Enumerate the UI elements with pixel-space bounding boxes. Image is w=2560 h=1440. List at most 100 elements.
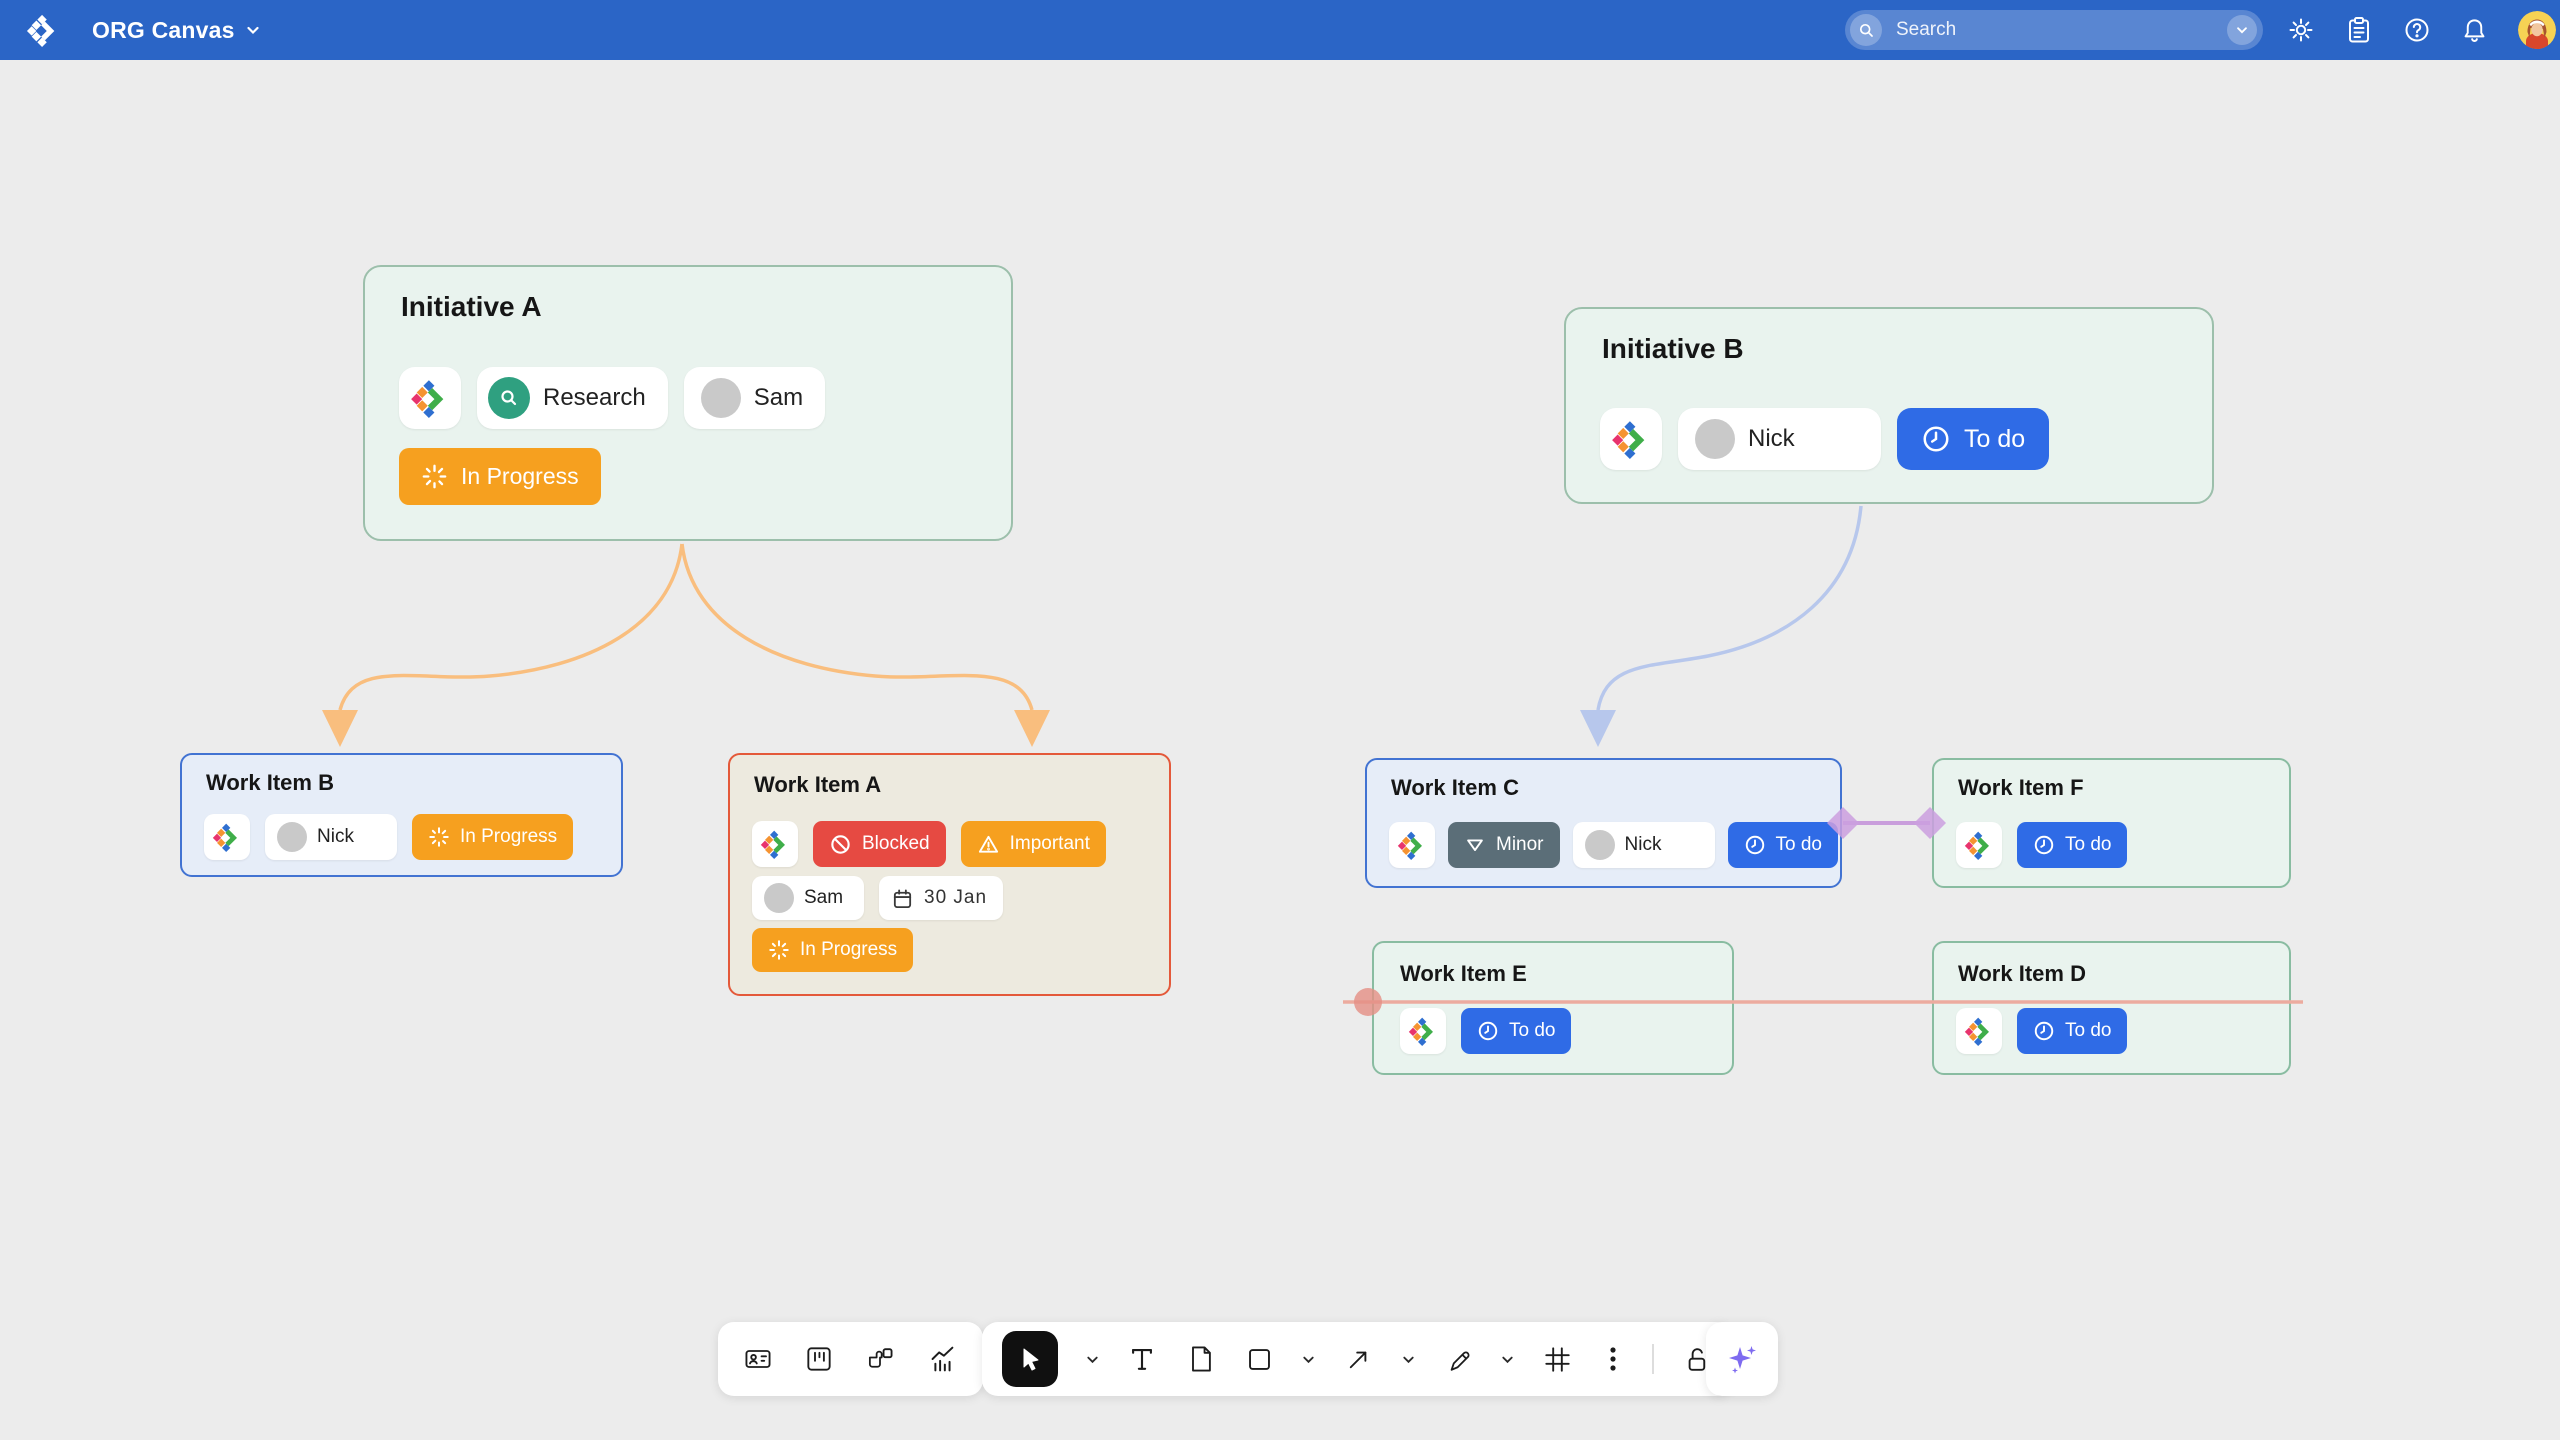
settings-gear-icon[interactable] [2286,16,2315,45]
page-tool-icon[interactable] [1185,1343,1217,1375]
contact-card-tool-icon[interactable] [742,1343,774,1375]
search-bar[interactable] [1845,10,2263,50]
pen-dropdown-chevron-icon[interactable] [1500,1352,1515,1367]
select-cursor-tool[interactable] [1002,1331,1058,1387]
arrowhead-icon [1014,710,1050,747]
chart-tool-icon[interactable] [925,1342,959,1376]
chevron-down-icon [2237,27,2247,34]
connector-initiative-b-to-work-c[interactable] [1580,505,1863,747]
pen-tool-icon[interactable] [1443,1344,1474,1375]
card-title: Initiative A [401,291,542,322]
assignee-chip[interactable]: Nick [1572,822,1715,868]
app-logo-chip[interactable] [399,367,461,429]
card-work-item-c[interactable]: Work Item C Minor Nick [1365,758,1842,888]
spinner-icon [422,464,447,489]
status-label: In Progress [461,463,579,489]
connector-initiative-a-to-work-b[interactable] [322,543,684,747]
status-badge-in-progress[interactable]: In Progress [412,814,574,860]
org-logo-icon [1397,831,1422,860]
app-logo-chip[interactable] [752,821,798,867]
label-text: Blocked [862,833,930,854]
tag-chip-research[interactable]: Research [477,367,668,429]
kanban-board-tool-icon[interactable] [803,1343,835,1375]
status-badge-in-progress[interactable]: In Progress [752,928,914,972]
chevron-down-icon[interactable] [245,22,261,38]
card-title: Work Item F [1958,775,2084,800]
card-work-item-d[interactable]: Work Item D To do [1932,941,2291,1075]
clock-icon [2034,1021,2054,1041]
ai-sparkles-icon[interactable] [1723,1340,1761,1378]
connector-initiative-a-to-work-a[interactable] [680,543,1050,747]
status-label: To do [1509,1020,1556,1041]
toolbar-tools-group [982,1322,1732,1396]
app-logo-chip[interactable] [1956,822,2002,868]
status-badge-todo[interactable]: To do [1897,408,2050,470]
app-logo-icon[interactable] [26,13,60,47]
card-work-item-b[interactable]: Work Item B Nick In Progress [180,753,623,877]
shape-tool-icon[interactable] [1244,1344,1275,1375]
status-badge-todo[interactable]: To do [1727,822,1838,868]
board-title[interactable]: ORG Canvas [92,16,235,43]
status-label: In Progress [460,826,558,847]
widgets-tool-icon[interactable] [864,1343,896,1375]
cursor-dropdown-chevron-icon[interactable] [1085,1352,1100,1367]
label-text: Important [1009,833,1090,854]
more-options-icon[interactable] [1600,1344,1626,1374]
card-title: Work Item D [1958,961,2086,986]
avatar-placeholder [1584,830,1615,860]
clipboard-icon[interactable] [2344,16,2373,45]
text-tool-icon[interactable] [1126,1343,1158,1375]
assignee-chip[interactable]: Sam [683,367,826,429]
status-label: To do [2065,1020,2112,1041]
app-logo-chip[interactable] [1400,1008,1446,1054]
status-badge-todo[interactable]: To do [1461,1008,1572,1054]
search-input[interactable] [1894,18,2227,42]
due-date-chip[interactable]: 30 Jan [879,876,1004,920]
toolbar-ai-group [1706,1322,1778,1396]
top-bar: ORG Canvas [0,0,2560,60]
priority-badge-minor[interactable]: Minor [1448,822,1560,868]
frame-grid-tool-icon[interactable] [1542,1344,1573,1375]
card-work-item-f[interactable]: Work Item F To do [1932,758,2291,888]
card-work-item-e[interactable]: Work Item E To do [1372,941,1734,1075]
blocked-icon [831,834,850,854]
connector-work-c-to-work-f[interactable] [1827,807,1946,839]
lock-open-icon[interactable] [1681,1344,1712,1375]
assignee-label: Nick [1748,425,1795,452]
app-logo-chip[interactable] [1389,822,1435,868]
org-logo-icon [411,380,444,418]
connector-dropdown-chevron-icon[interactable] [1401,1352,1416,1367]
shape-dropdown-chevron-icon[interactable] [1301,1352,1316,1367]
avatar-placeholder [277,822,307,852]
search-filter-dropdown[interactable] [2227,15,2257,45]
org-logo-icon [1612,421,1645,459]
app-logo-chip[interactable] [1600,408,1662,470]
assignee-chip[interactable]: Nick [1678,408,1881,470]
assignee-label: Nick [1624,834,1662,855]
app-logo-chip[interactable] [204,814,250,860]
card-work-item-a[interactable]: Work Item A Blocked Important [728,753,1171,996]
due-date-label: 30 Jan [924,887,988,908]
assignee-chip[interactable]: Nick [265,814,397,860]
app-logo-chip[interactable] [1956,1008,2002,1054]
org-logo-icon [212,823,237,852]
notifications-bell-icon[interactable] [2460,16,2489,45]
assignee-chip[interactable]: Sam [752,876,864,920]
arrowhead-icon [322,710,358,747]
status-badge-todo[interactable]: To do [2017,1008,2128,1054]
connector-arrow-tool-icon[interactable] [1343,1344,1374,1375]
label-badge-important[interactable]: Important [960,821,1106,867]
card-initiative-a[interactable]: Initiative A Research Sam [363,265,1013,541]
status-badge-in-progress[interactable]: In Progress [399,448,601,505]
clock-icon [1745,835,1764,855]
help-icon[interactable] [2402,16,2431,45]
status-badge-todo[interactable]: To do [2017,822,2128,868]
avatar-placeholder [1695,419,1735,459]
label-badge-blocked[interactable]: Blocked [813,821,946,867]
org-logo-icon [1964,1017,1989,1046]
clock-icon [1478,1021,1498,1041]
user-avatar[interactable] [2518,11,2556,49]
card-initiative-b[interactable]: Initiative B Nick To do [1564,307,2214,504]
